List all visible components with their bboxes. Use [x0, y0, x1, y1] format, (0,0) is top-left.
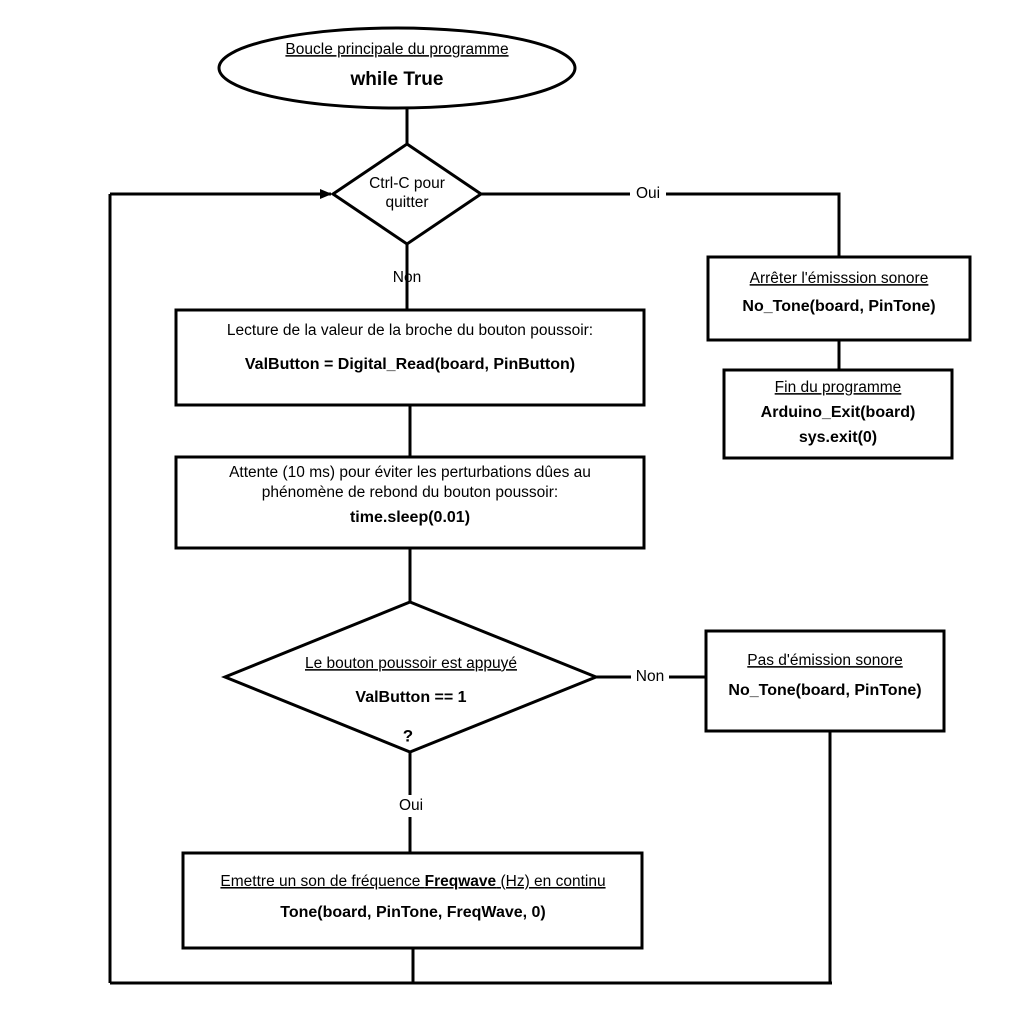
edge-label-ctrlc-yes-text: Oui [636, 185, 660, 202]
debounce-title-line2: phénomène de rebond du bouton poussoir: [262, 484, 558, 501]
read-pin-title: Lecture de la valeur de la broche du bou… [227, 322, 593, 339]
debounce-title-line1: Attente (10 ms) pour éviter les perturba… [229, 464, 591, 481]
edge-ctrlc-yes [481, 192, 841, 257]
node-decision-button[interactable]: Le bouton poussoir est appuyé ValButton … [221, 600, 601, 754]
edge-label-button-no: Non [631, 666, 669, 688]
decision-button-title: Le bouton poussoir est appuyé [305, 655, 517, 672]
read-pin-code: ValButton = Digital_Read(board, PinButto… [245, 356, 575, 373]
start-title: Boucle principale du programme [285, 41, 508, 58]
edge-label-button-yes: Oui [392, 795, 428, 817]
node-stop-tone[interactable]: Arrêter l'émisssion sonore No_Tone(board… [706, 255, 972, 342]
node-emit-tone[interactable]: Emettre un son de fréquence Freqwave (Hz… [181, 851, 644, 950]
stop-tone-code: No_Tone(board, PinTone) [742, 298, 935, 315]
no-tone-title: Pas d'émission sonore [747, 652, 902, 669]
node-no-tone[interactable]: Pas d'émission sonore No_Tone(board, Pin… [704, 629, 946, 733]
start-ellipse-shape [217, 26, 577, 110]
end-program-title: Fin du programme [775, 379, 902, 396]
stop-tone-shape [706, 255, 972, 342]
connectors [108, 107, 841, 985]
emit-tone-code: Tone(board, PinTone, FreqWave, 0) [280, 904, 546, 921]
node-debounce[interactable]: Attente (10 ms) pour éviter les perturba… [174, 455, 646, 550]
decision-ctrlc-shape [330, 142, 484, 246]
node-end-program[interactable]: Fin du programme Arduino_Exit(board) sys… [722, 368, 954, 460]
edge-label-button-no-text: Non [636, 668, 664, 685]
debounce-code: time.sleep(0.01) [350, 509, 470, 526]
read-pin-shape [174, 308, 646, 407]
end-program-shape [722, 368, 954, 460]
edge-label-ctrlc-yes: Oui [630, 183, 666, 205]
edge-label-ctrlc-no: Non [393, 269, 421, 286]
decision-button-shape [221, 600, 601, 754]
emit-tone-shape [181, 851, 644, 950]
decision-button-code: ValButton == 1 [355, 689, 466, 706]
emit-tone-title-part1: Emettre un son de fréquence [220, 873, 424, 890]
start-code: while True [350, 69, 444, 90]
node-start[interactable]: Boucle principale du programme while Tru… [217, 26, 577, 110]
end-program-code-line2: sys.exit(0) [799, 429, 877, 446]
edge-label-button-yes-text: Oui [399, 797, 423, 814]
emit-tone-title: Emettre un son de fréquence Freqwave (Hz… [220, 873, 605, 890]
stop-tone-title: Arrêter l'émisssion sonore [750, 270, 929, 287]
edge-label-ctrlc-no-text: Non [393, 269, 421, 286]
debounce-shape [174, 455, 646, 550]
no-tone-shape [704, 629, 946, 733]
decision-button-question: ? [403, 726, 413, 745]
node-read-pin[interactable]: Lecture de la valeur de la broche du bou… [174, 308, 646, 407]
decision-ctrlc-line2: quitter [385, 194, 428, 211]
end-program-code-line1: Arduino_Exit(board) [761, 404, 916, 421]
node-decision-ctrlc[interactable]: Ctrl-C pour quitter [330, 142, 484, 246]
emit-tone-title-bold: Freqwave [425, 873, 497, 890]
emit-tone-title-part2: (Hz) en continu [496, 873, 605, 890]
no-tone-code: No_Tone(board, PinTone) [728, 682, 921, 699]
decision-ctrlc-line1: Ctrl-C pour [369, 175, 445, 192]
